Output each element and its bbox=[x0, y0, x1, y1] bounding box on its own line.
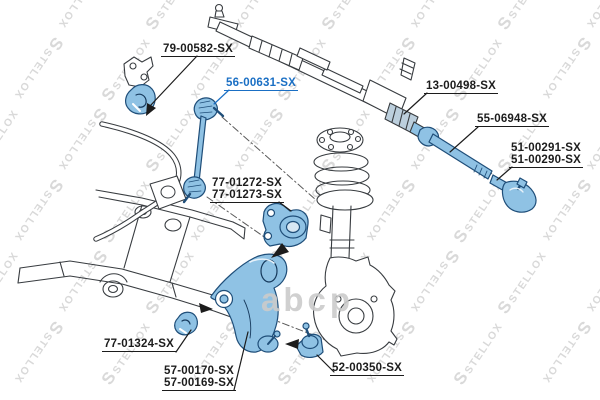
control-arm-part bbox=[210, 253, 288, 353]
label-tie-rod-end-b: 51-00290-SX bbox=[511, 154, 581, 166]
label-steering-boot: 13-00498-SX bbox=[424, 80, 498, 94]
abcp-watermark: abcp bbox=[261, 281, 355, 318]
label-control-arm-a: 57-00170-SX bbox=[164, 365, 234, 377]
arm-front-bushing-part bbox=[174, 311, 198, 336]
leader-lines bbox=[149, 55, 513, 391]
label-control-arm-group: 57-00170-SX 57-00169-SX bbox=[162, 365, 236, 391]
tie-rod-end-part bbox=[489, 174, 537, 213]
label-arm-front-bushing: 77-01324-SX bbox=[102, 338, 176, 352]
tie-rod-axial-part bbox=[417, 126, 493, 180]
stabilizer-link-part bbox=[182, 97, 225, 204]
steering-rack-outline bbox=[207, 3, 429, 141]
label-tie-rod-axial: 55-06948-SX bbox=[475, 113, 549, 127]
direction-arrows bbox=[146, 103, 299, 349]
steering-knuckle-outline bbox=[313, 239, 398, 357]
label-arm-rear-bushing-group: 77-01272-SX 77-01273-SX bbox=[210, 177, 284, 203]
strut-spring-outline bbox=[313, 127, 374, 259]
stabilizer-bar-outline bbox=[93, 121, 187, 242]
label-control-arm-b: 57-00169-SX bbox=[164, 377, 234, 389]
label-tie-rod-end-a: 51-00291-SX bbox=[511, 142, 581, 154]
arm-rear-bushing-part bbox=[262, 202, 309, 248]
label-arm-rear-bushing-b: 77-01273-SX bbox=[212, 189, 282, 201]
ball-joint-part bbox=[295, 322, 324, 358]
label-tie-rod-end-group: 51-00291-SX 51-00290-SX bbox=[509, 142, 583, 168]
label-stabilizer-bushing-kit: 79-00582-SX bbox=[161, 43, 235, 57]
stabilizer-bracket-part bbox=[123, 56, 154, 88]
subframe-outline bbox=[17, 189, 248, 323]
label-ball-joint: 52-00350-SX bbox=[330, 362, 404, 376]
label-stabilizer-link[interactable]: 56-00631-SX bbox=[224, 77, 298, 91]
label-arm-rear-bushing-a: 77-01272-SX bbox=[212, 177, 282, 189]
